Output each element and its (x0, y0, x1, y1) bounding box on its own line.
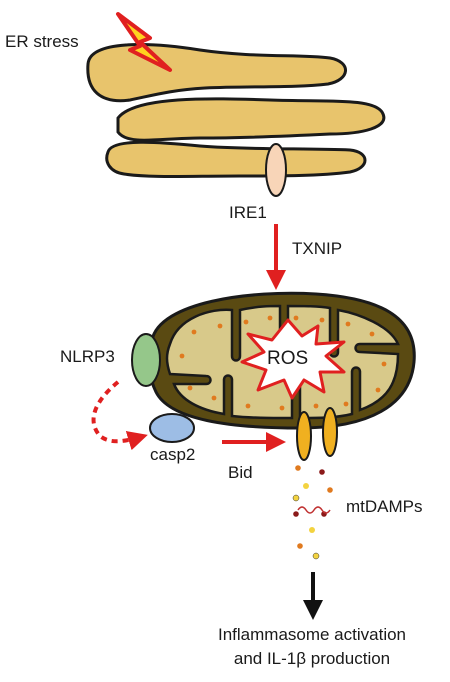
endoplasmic-reticulum (86, 43, 386, 178)
bid-label: Bid (228, 463, 253, 482)
casp2-label: casp2 (150, 445, 195, 464)
er-cisterna-2 (116, 97, 386, 142)
bid-pore-right (322, 407, 338, 457)
ros-label: ROS (267, 348, 308, 369)
bid-pore-left (296, 411, 312, 461)
mtdamps-label: mtDAMPs (346, 497, 423, 516)
nlrp3-protein (131, 333, 161, 387)
lightning-bolt-icon (116, 12, 172, 72)
mito-matrix-dots (179, 315, 387, 411)
er-cisterna-1 (86, 43, 347, 103)
ire1-label: IRE1 (229, 203, 267, 222)
txnip-label: TXNIP (292, 239, 342, 258)
outcome-line-2: and IL-1β production (234, 649, 390, 668)
mtdamps-particles (292, 465, 333, 560)
er-stress-label: ER stress (5, 32, 79, 51)
ire1-receptor (265, 143, 287, 197)
nlrp3-to-casp2-arrow (91, 380, 148, 451)
casp2-protein (149, 413, 195, 443)
er-cisterna-3 (105, 140, 367, 178)
mtdna-coil-icon (297, 506, 331, 514)
outcome-line-1: Inflammasome activation (218, 625, 406, 644)
nlrp3-label: NLRP3 (60, 347, 115, 366)
mitochondrion: ROS (147, 291, 416, 430)
ros-burst (240, 318, 346, 400)
